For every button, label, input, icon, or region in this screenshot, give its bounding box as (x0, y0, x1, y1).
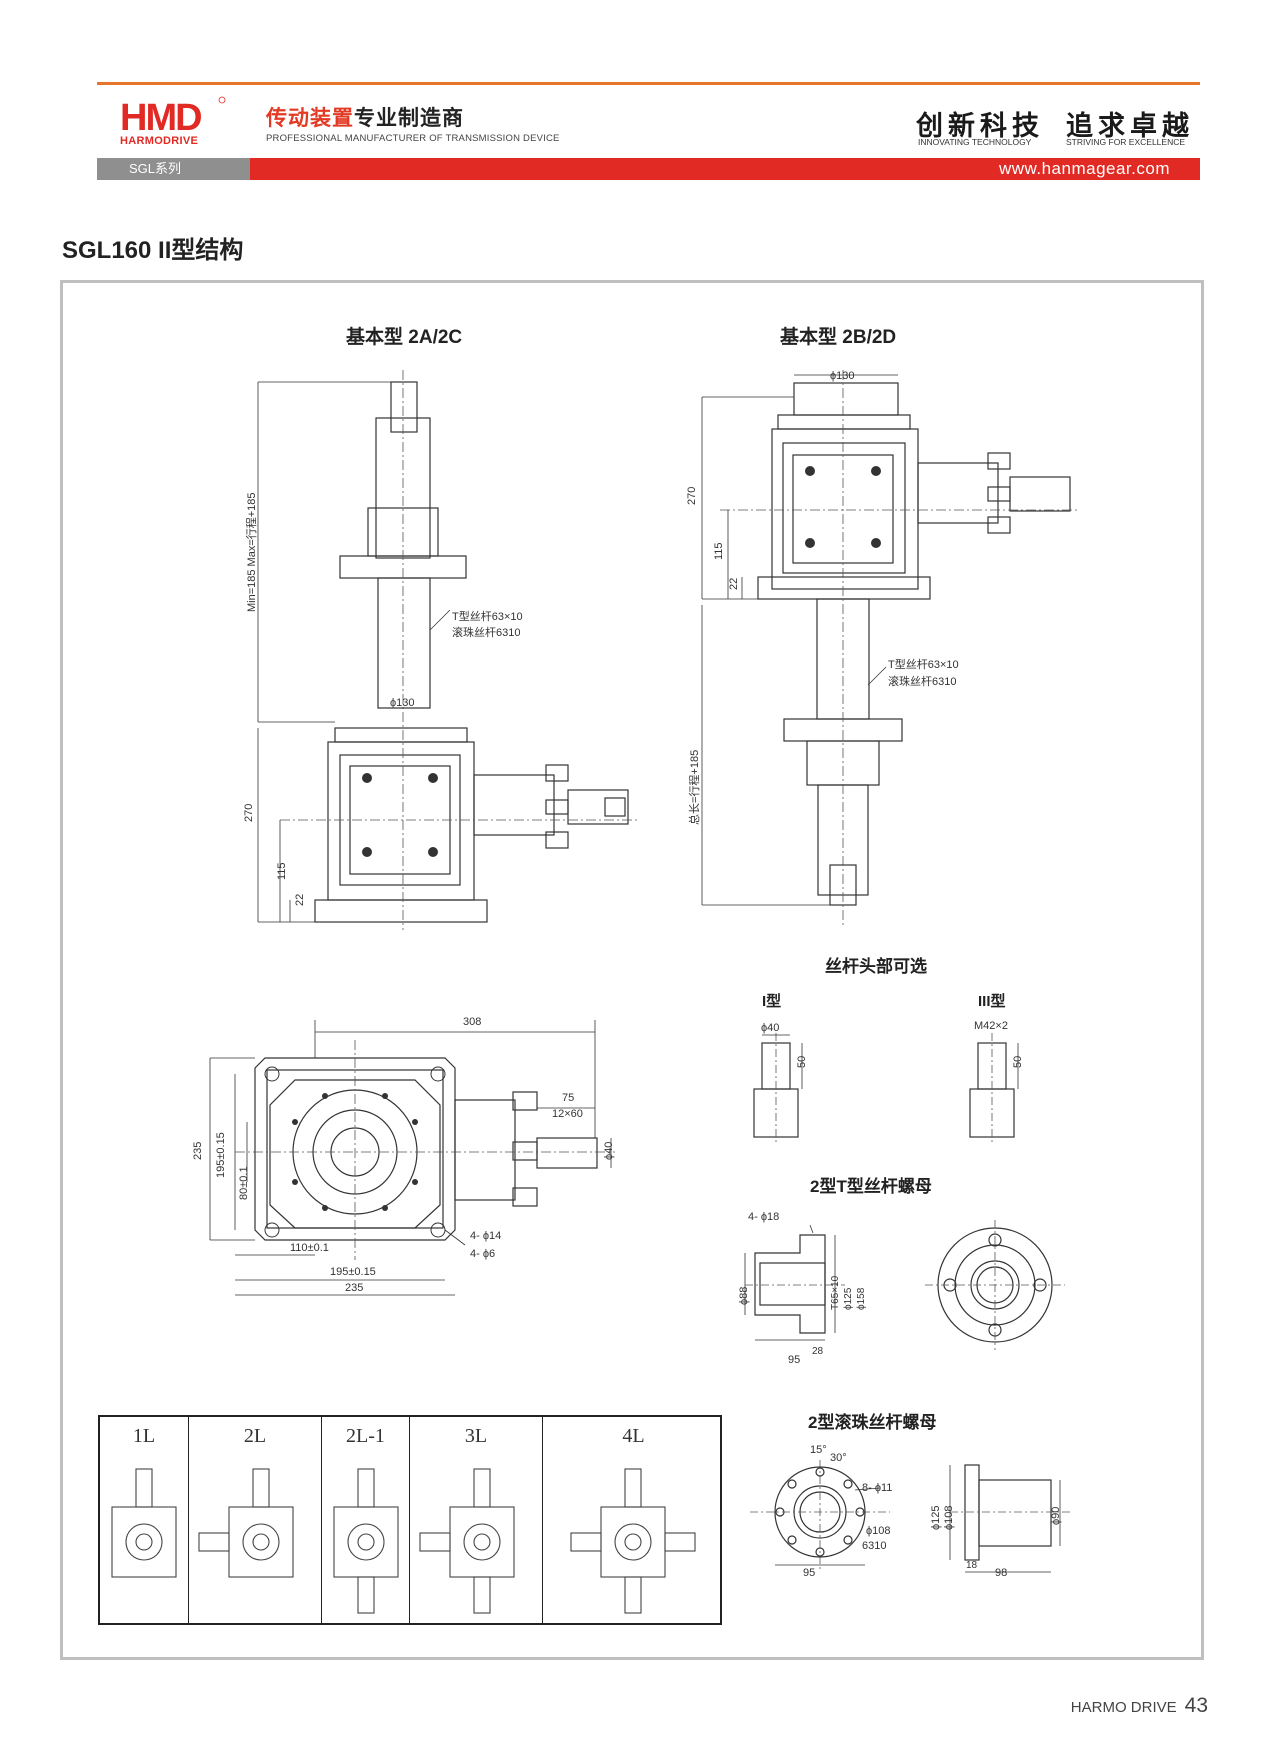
slogan-innovating: 创新科技 (916, 111, 1044, 142)
drawing-t-nut (744, 1220, 1065, 1350)
config-diagram-4l (570, 1468, 696, 1614)
type-iii-label: III型 (978, 993, 1006, 1010)
label-ball-screw: 滚珠丝杆6310 (452, 627, 521, 639)
t-nut-title: 2型T型丝杆螺母 (810, 1177, 932, 1196)
dim-min-max: Min=185 Max=行程+185 (246, 492, 258, 612)
config-label: 1L (132, 1425, 156, 1447)
drawing-title-2a2c: 基本型 2A/2C (346, 327, 463, 348)
config-cell-3l[interactable]: 3L (409, 1417, 542, 1623)
config-label: 2L (243, 1425, 267, 1447)
dim-t-125: ϕ125 (843, 1287, 854, 1310)
dim-type3-thread: M42×2 (974, 1020, 1008, 1032)
dim-t-95: 95 (788, 1354, 801, 1366)
drawing-screw-heads (753, 1033, 1019, 1145)
config-cell-2l-1[interactable]: 2L-1 (321, 1417, 409, 1623)
dim-t-holes: 4- ϕ18 (748, 1211, 780, 1223)
dim-angle-15: 15° (810, 1444, 827, 1456)
dim-phi40: ϕ40 (603, 1141, 615, 1160)
config-diagram-3l (419, 1468, 515, 1614)
dim-ball-108: ϕ108 (866, 1525, 891, 1537)
series-label: SGL系列 (97, 158, 250, 180)
configuration-table: 1L 2L 2L-1 3L (98, 1415, 722, 1625)
dim-phi130: ϕ130 (390, 697, 415, 709)
dim-ball-holes: 8- ϕ11 (862, 1482, 893, 1494)
slogan-striving: 追求卓越 (1066, 111, 1194, 142)
dim-ball-108b: ϕ108 (943, 1505, 955, 1530)
dim-ball-98: 98 (995, 1567, 1008, 1579)
config-label: 3L (464, 1425, 488, 1447)
brand-slogan-cn: 传动装置专业制造商 (266, 107, 464, 130)
page-title: SGL160 II型结构 (62, 237, 244, 264)
dim-22-b: 22 (728, 577, 740, 590)
dim-235-h: 235 (345, 1282, 364, 1294)
dim-ball-18: 18 (966, 1560, 978, 1571)
slogan-striving-en: STRIVING FOR EXCELLENCE (1066, 137, 1186, 147)
dim-t-88: ϕ88 (738, 1286, 750, 1305)
dim-80: 80±0.1 (238, 1166, 250, 1200)
dim-type1-dia: ϕ40 (761, 1022, 780, 1034)
config-cell-1l[interactable]: 1L (100, 1417, 188, 1623)
dim-t-158: ϕ158 (856, 1287, 867, 1310)
website-link[interactable]: www.hanmagear.com (250, 158, 1200, 180)
page-footer: HARMO DRIVE 43 (1071, 1694, 1208, 1718)
dim-308: 308 (463, 1016, 482, 1028)
dim-235-v: 235 (192, 1141, 204, 1160)
slogan-innovating-en: INNOVATING TECHNOLOGY (918, 137, 1032, 147)
dim-angle-30: 30° (830, 1452, 847, 1464)
dim-22: 22 (294, 893, 306, 906)
dim-ball-6310: 6310 (862, 1540, 887, 1552)
label-ball-screw-b: 滚珠丝杆6310 (888, 676, 957, 688)
dim-t-28: 28 (812, 1346, 824, 1357)
dim-t-thread: T65×10 (830, 1275, 841, 1310)
drawing-frame (60, 280, 1204, 1660)
dim-total: 总长=行程+185 (689, 749, 701, 825)
drawing-top-view (209, 1020, 615, 1296)
config-diagram-2l (198, 1468, 294, 1578)
drawing-title-2b2d: 基本型 2B/2D (780, 327, 897, 348)
dim-270-b: 270 (686, 486, 698, 505)
drawing-2b2d (701, 370, 1080, 925)
dim-key: 12×60 (552, 1108, 583, 1120)
brand-slogan-en: PROFESSIONAL MANUFACTURER OF TRANSMISSIO… (266, 133, 560, 144)
dim-270: 270 (243, 803, 255, 822)
drawing-2a2c (257, 370, 640, 930)
config-label: 4L (622, 1425, 645, 1447)
config-diagram-2l-1 (333, 1468, 399, 1614)
harmodrive-logo: HMD HARMODRIVE (118, 96, 226, 147)
config-cell-2l[interactable]: 2L (188, 1417, 321, 1623)
config-diagram-1l (111, 1468, 177, 1578)
page-number: 43 (1184, 1694, 1208, 1717)
dim-110: 110±0.1 (290, 1242, 329, 1254)
label-t-screw: T型丝杆63×10 (452, 611, 523, 623)
dim-195-v: 195±0.15 (215, 1132, 227, 1178)
dim-115-b: 115 (713, 542, 725, 560)
dim-ball-95: 95 (803, 1567, 816, 1579)
drawing-ball-nut (750, 1460, 1070, 1573)
dim-115: 115 (276, 862, 288, 880)
dim-holes6: 4- ϕ6 (470, 1248, 496, 1260)
dim-ball-125: ϕ125 (930, 1505, 942, 1530)
ball-nut-title: 2型滚珠丝杆螺母 (808, 1413, 937, 1432)
screw-head-title: 丝杆头部可选 (825, 957, 927, 976)
footer-brand: HARMO DRIVE (1070, 1699, 1177, 1716)
config-label: 2L-1 (346, 1425, 385, 1447)
dim-195-h: 195±0.15 (330, 1266, 376, 1278)
label-t-screw-b: T型丝杆63×10 (888, 659, 959, 671)
svg-text:HMD: HMD (120, 97, 201, 139)
dim-type3-len: 50 (1012, 1055, 1024, 1068)
dim-phi130-b: ϕ130 (830, 370, 855, 382)
dim-type1-len: 50 (796, 1055, 808, 1068)
svg-text:HARMODRIVE: HARMODRIVE (120, 135, 198, 146)
config-cell-4l[interactable]: 4L (542, 1417, 724, 1623)
dim-ball-90: ϕ90 (1050, 1506, 1062, 1525)
dim-75: 75 (562, 1092, 575, 1104)
dim-holes14: 4- ϕ14 (470, 1230, 502, 1242)
type-i-label: I型 (762, 993, 782, 1010)
header-rule (97, 82, 1200, 85)
